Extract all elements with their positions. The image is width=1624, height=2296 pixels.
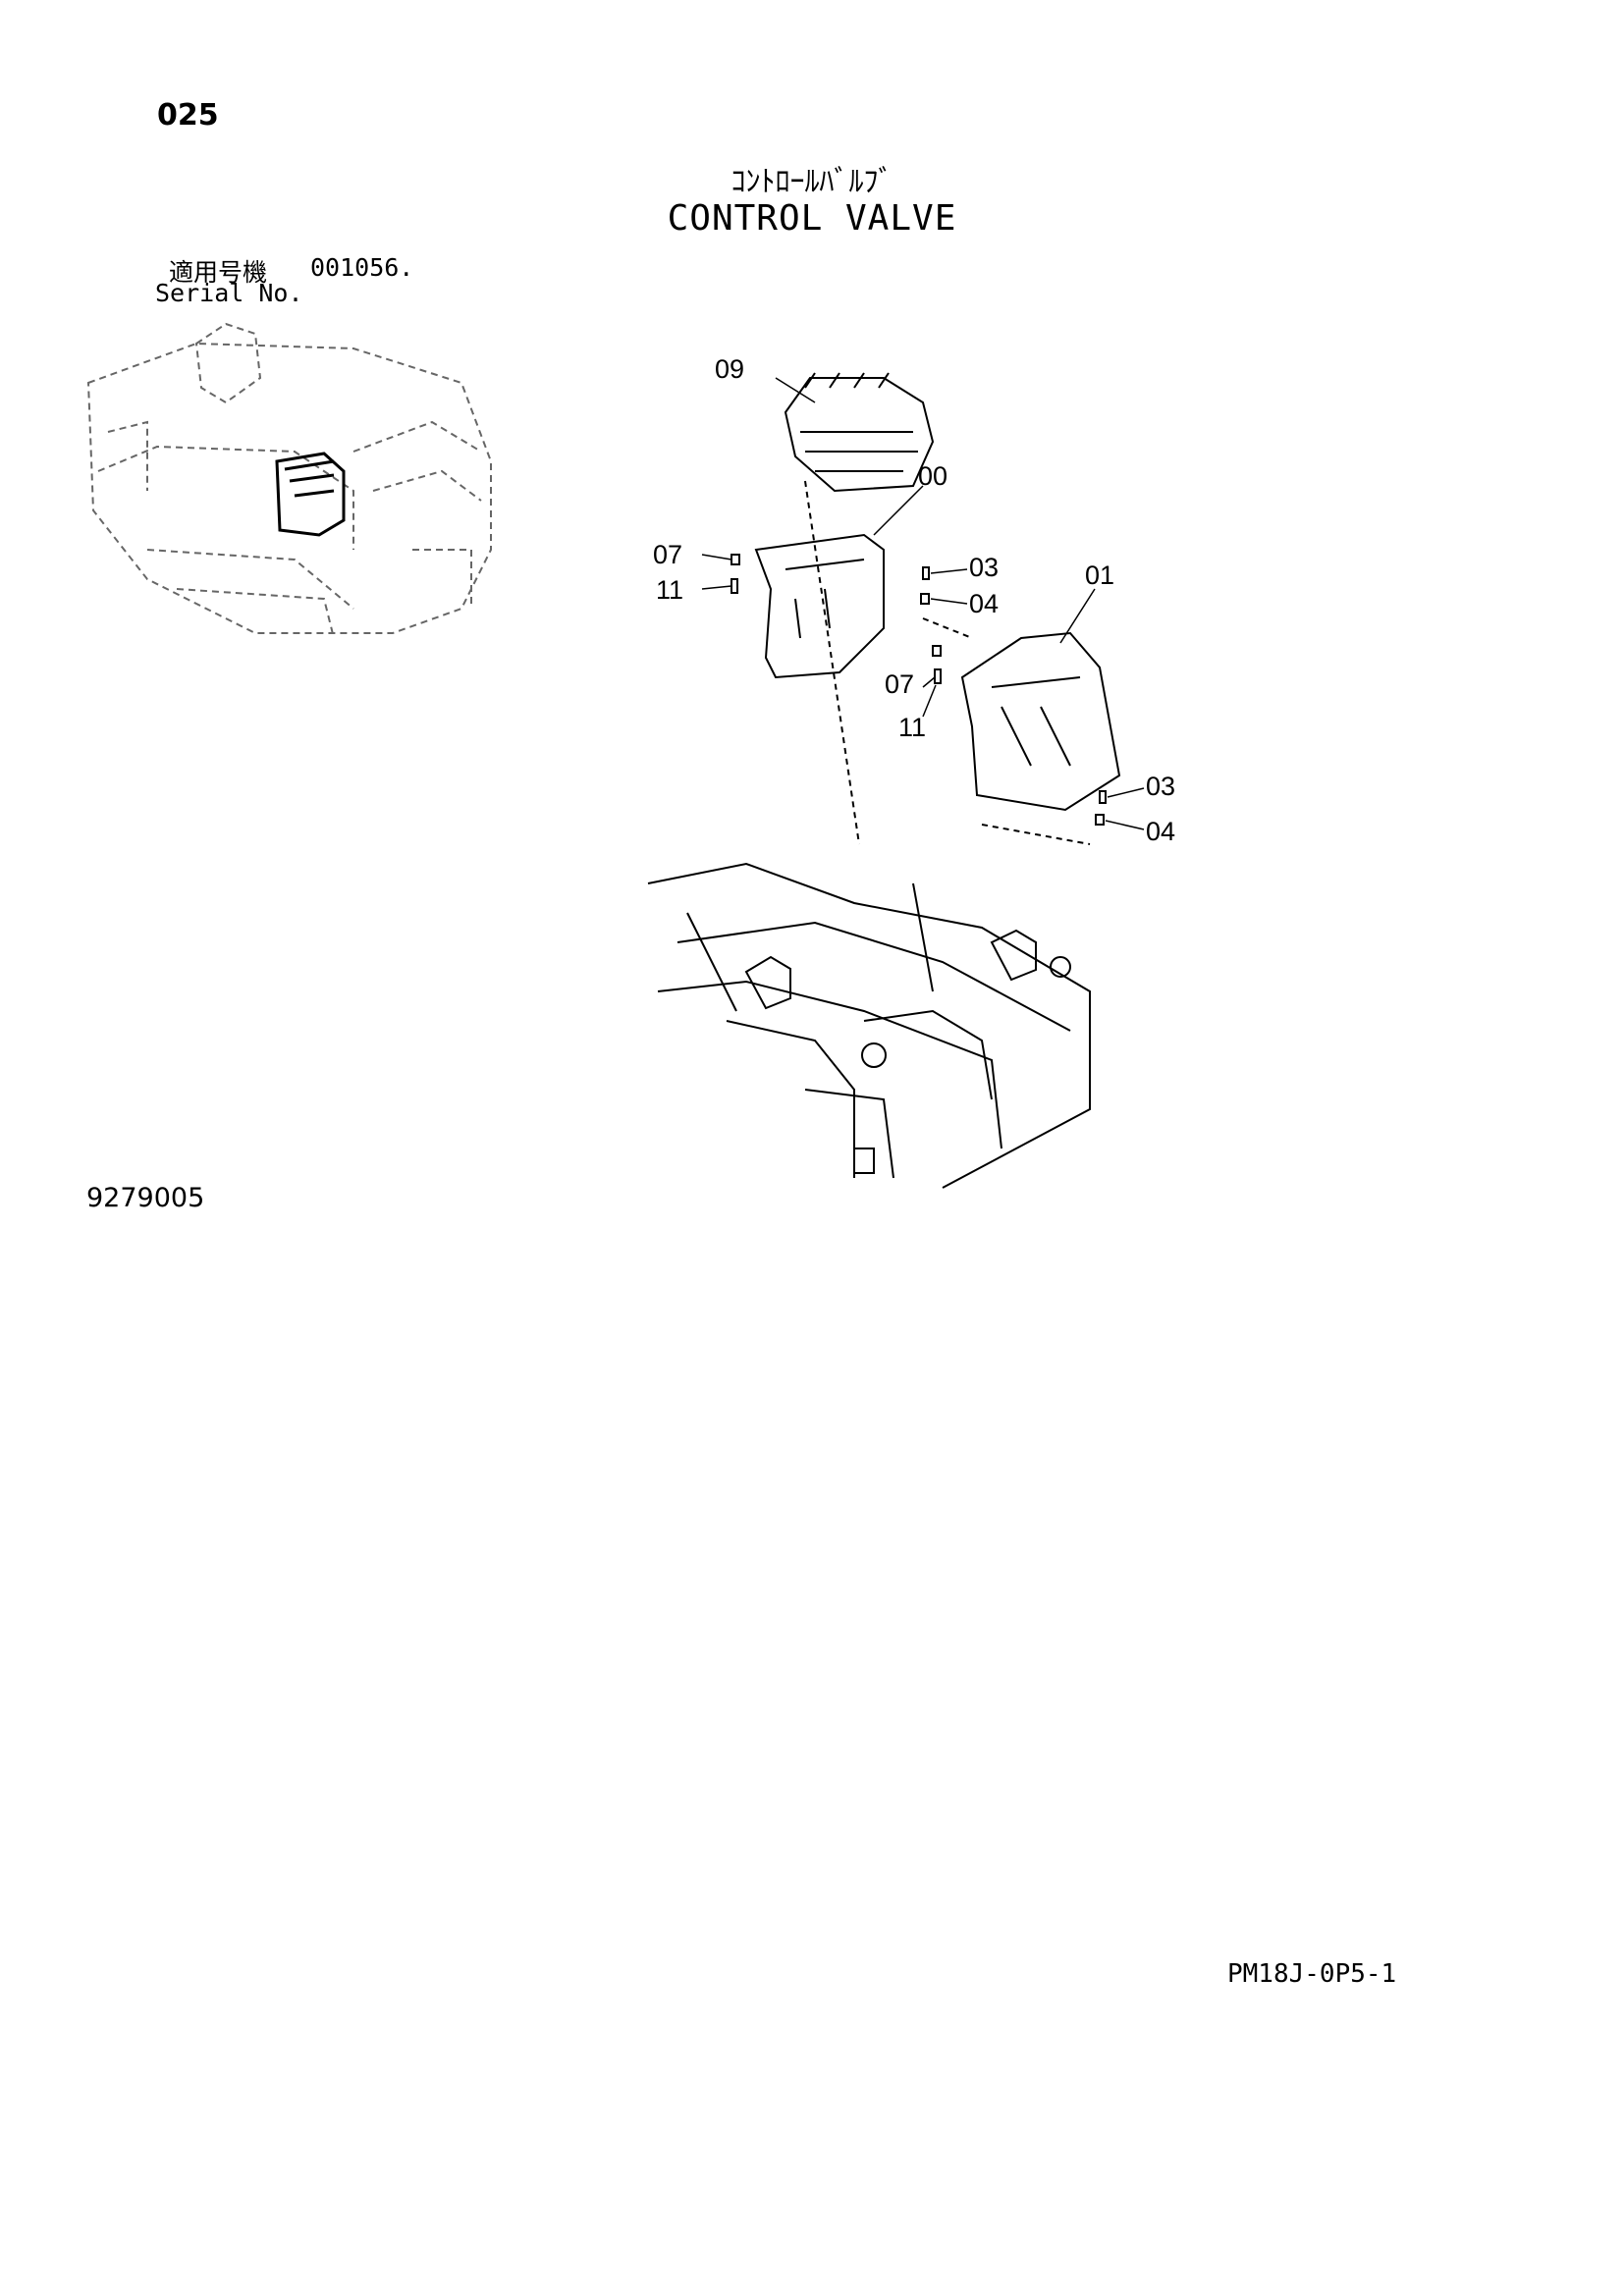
- callout-leaders: [701, 377, 1145, 830]
- callout-label: 11: [898, 713, 926, 742]
- callout-label: 01: [1085, 561, 1114, 590]
- valve-locator-mark: [275, 452, 346, 537]
- machine-locator-sketch: [86, 322, 492, 639]
- callout-label: 04: [1146, 817, 1175, 846]
- title-english: CONTROL VALVE: [667, 198, 957, 239]
- callout-label: 04: [969, 589, 999, 618]
- callout-label: 07: [885, 669, 914, 699]
- serial-jp-label: 適用号機: [169, 258, 268, 287]
- callout-label: 00: [918, 461, 947, 491]
- callout-label: 03: [1146, 772, 1175, 801]
- serial-value: 001056.: [310, 253, 414, 282]
- callout-label: 03: [969, 553, 999, 582]
- callout-label: 11: [656, 575, 683, 605]
- sheet-code: PM18J-0P5-1: [1227, 1959, 1397, 1989]
- serial-en-label: Serial No.: [155, 279, 303, 307]
- callout-labels: 09 00 07 11 03 04 01 07 11 03 04: [653, 354, 1175, 846]
- page-number: 025: [157, 98, 219, 133]
- title-japanese: ｺﾝﾄﾛｰﾙﾊﾞﾙﾌﾞ: [731, 165, 893, 199]
- callout-label: 09: [715, 354, 744, 384]
- callout-label: 07: [653, 540, 682, 569]
- control-valve-assembly: [647, 372, 1121, 1189]
- drawing-number: 9279005: [86, 1183, 205, 1213]
